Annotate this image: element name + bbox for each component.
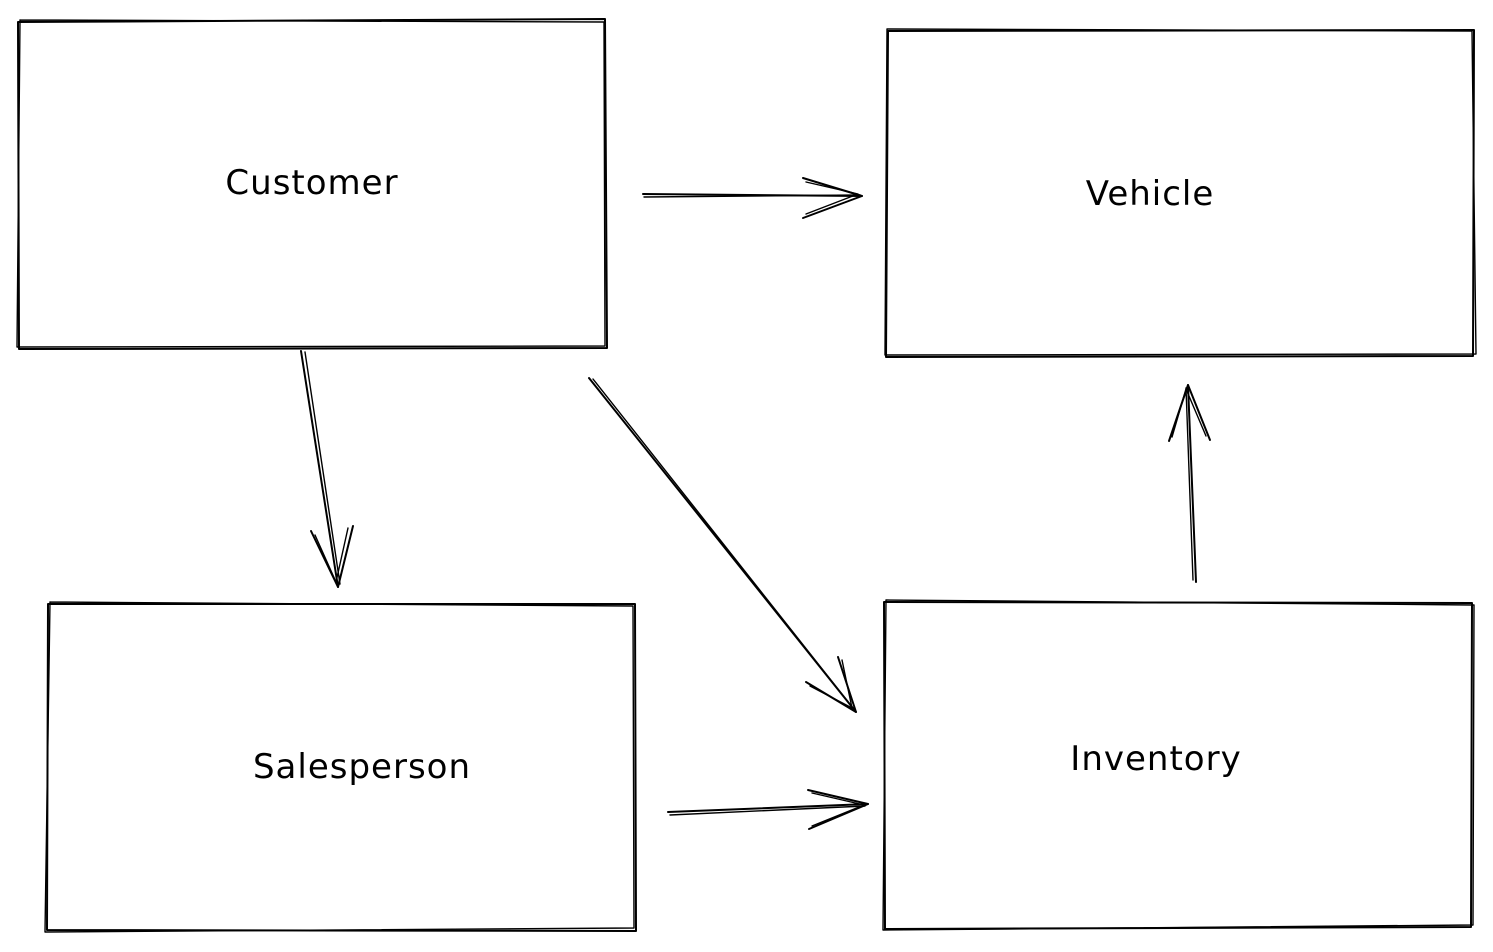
inventory-box-sketch xyxy=(882,599,1475,931)
arrowhead-icon xyxy=(1168,384,1211,442)
edge-salesperson-to-inventory[interactable] xyxy=(667,789,869,830)
edge-customer-vehicle-shaft-sketch xyxy=(643,194,861,198)
salesperson-box-sketch xyxy=(44,601,635,933)
node-customer[interactable]: Customer xyxy=(16,18,608,350)
edge-customer-to-vehicle[interactable] xyxy=(642,177,863,219)
edge-customer-salesperson-shaft xyxy=(300,350,339,588)
edge-customer-to-salesperson[interactable] xyxy=(300,350,354,588)
edge-customer-inventory-shaft-sketch xyxy=(592,378,854,709)
edge-customer-to-inventory[interactable] xyxy=(588,377,857,713)
edge-inventory-vehicle-shaft xyxy=(1187,384,1197,583)
arrowhead-icon xyxy=(310,525,354,588)
arrowhead-icon xyxy=(807,789,869,830)
node-vehicle[interactable]: Vehicle xyxy=(884,28,1477,358)
node-salesperson[interactable]: Salesperson xyxy=(44,601,637,933)
edge-customer-salesperson-shaft-sketch xyxy=(304,351,341,585)
customer-box-sketch xyxy=(16,19,606,348)
inventory-label: Inventory xyxy=(1070,739,1241,779)
salesperson-label: Salesperson xyxy=(253,747,471,787)
edge-inventory-to-vehicle[interactable] xyxy=(1168,384,1211,583)
edge-inventory-vehicle-shaft-sketch xyxy=(1185,387,1194,581)
customer-label: Customer xyxy=(225,163,398,203)
edge-salesperson-inventory-shaft xyxy=(667,803,869,813)
arrowhead-sketch-icon xyxy=(811,792,865,827)
arrowhead-sketch-icon xyxy=(805,181,859,215)
edge-salesperson-inventory-shaft-sketch xyxy=(669,805,866,816)
vehicle-label: Vehicle xyxy=(1086,174,1215,214)
arrowhead-sketch-icon xyxy=(1171,388,1207,438)
arrowhead-icon xyxy=(802,177,863,219)
arrowhead-sketch-icon xyxy=(314,527,349,583)
node-inventory[interactable]: Inventory xyxy=(882,599,1475,931)
vehicle-box-sketch xyxy=(884,28,1477,356)
arrowhead-sketch-icon xyxy=(809,659,853,709)
